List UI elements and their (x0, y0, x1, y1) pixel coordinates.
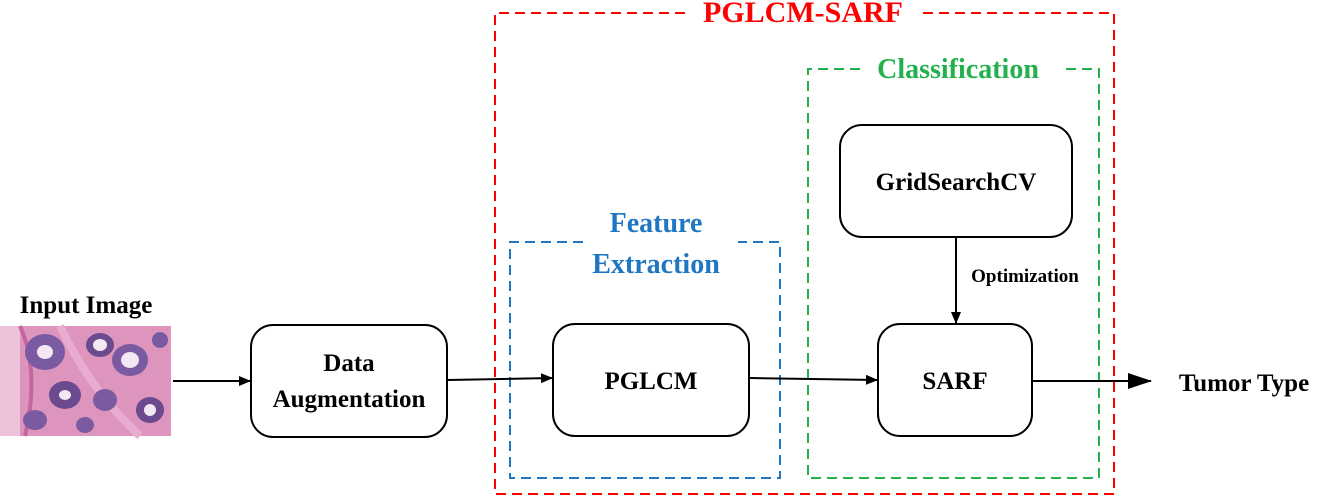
pglcm-sarf-group: PGLCM-SARF (494, 0, 1115, 495)
data-augmentation-label-line1: Data (323, 350, 375, 377)
input-image-title: Input Image (20, 292, 153, 319)
augmentation-to-pglcm-arrow (447, 373, 553, 384)
pglcm-label: PGLCM (604, 368, 697, 395)
pglcm-node: PGLCM (552, 323, 750, 437)
classification-title: Classification (877, 54, 1039, 85)
tumor-type-label: Tumor Type (1179, 370, 1309, 397)
feature-extraction-title-line2: Extraction (592, 249, 720, 280)
pglcm-to-sarf-arrow (749, 374, 878, 385)
gridsearchcv-node: GridSearchCV (839, 124, 1073, 238)
sarf-node: SARF (877, 323, 1033, 437)
sarf-label: SARF (922, 368, 987, 395)
data-augmentation-label-line2: Augmentation (273, 386, 426, 413)
input-image-block: Input Image (0, 292, 171, 439)
gridsearchcv-label: GridSearchCV (876, 169, 1037, 196)
classification-group: Classification (807, 54, 1100, 479)
pglcm-sarf-title: PGLCM-SARF (703, 0, 903, 29)
feature-extraction-border (509, 241, 781, 479)
data-augmentation-node: Data Augmentation (250, 324, 448, 438)
feature-extraction-group: Feature Extraction (509, 208, 781, 479)
feature-extraction-title-line1: Feature (610, 208, 703, 239)
histology-image (0, 324, 171, 439)
optimization-label: Optimization (971, 266, 1079, 287)
pglcm-sarf-border (494, 12, 1115, 495)
